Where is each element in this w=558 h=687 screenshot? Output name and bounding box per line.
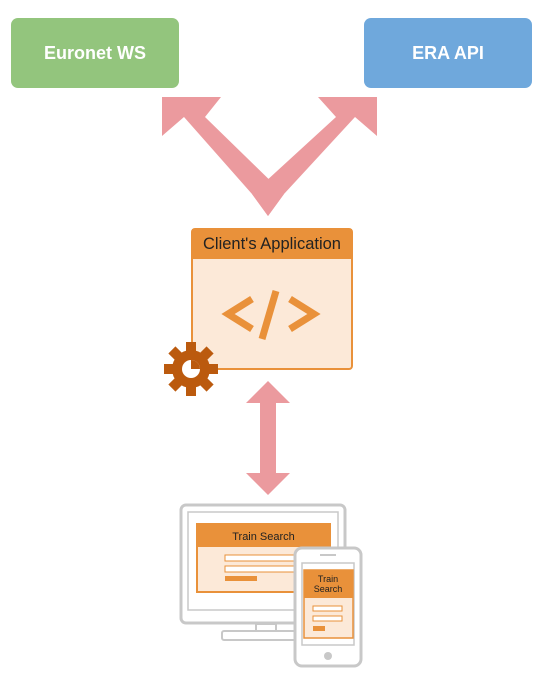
code-icon <box>221 290 321 340</box>
era-api-box: ERA API <box>364 18 532 88</box>
client-app-titlebar <box>192 229 352 259</box>
desktop-monitor <box>179 503 347 641</box>
gear-icon <box>164 342 218 396</box>
euronet-ws-label: Euronet WS <box>44 42 146 63</box>
arrow-to-euronet <box>162 97 284 216</box>
desktop-screen-title: Train Search <box>232 531 295 543</box>
phone <box>293 546 363 668</box>
arrow-app-devices <box>246 381 290 495</box>
phone-screen-title: Train Search <box>313 574 343 594</box>
arrow-to-era <box>252 97 377 216</box>
era-api-label: ERA API <box>412 42 484 63</box>
client-app-title: Client's Application <box>203 234 341 253</box>
euronet-ws-box: Euronet WS <box>11 18 179 88</box>
